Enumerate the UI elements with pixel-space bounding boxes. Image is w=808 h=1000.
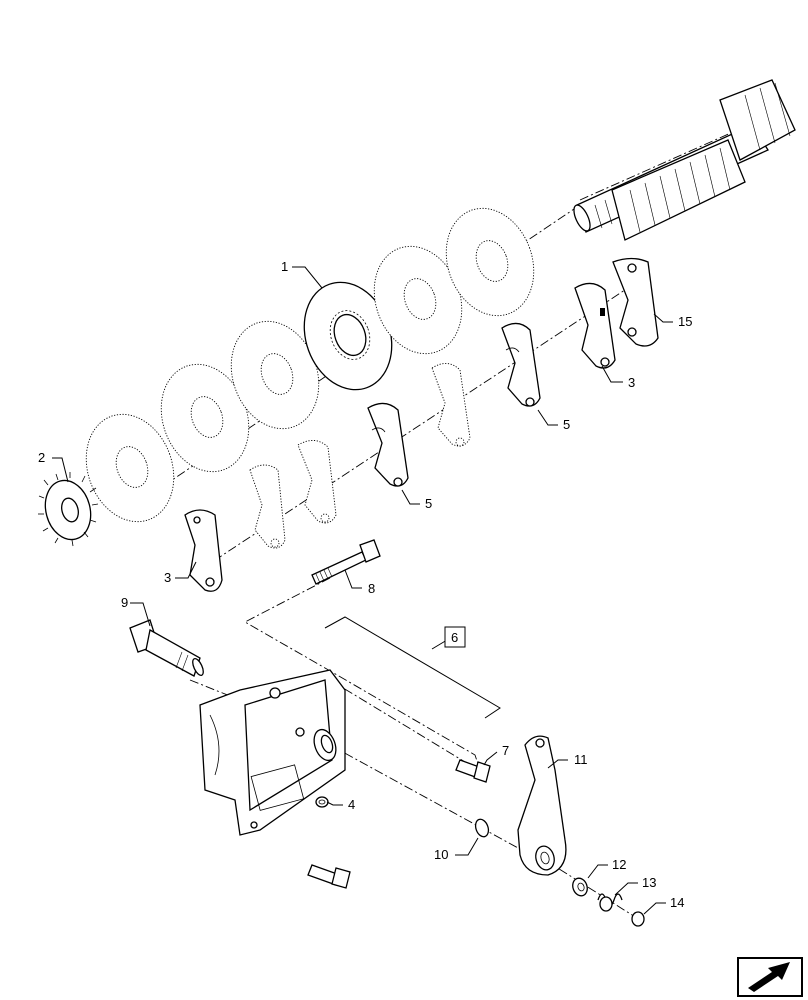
callout-6: 6 — [451, 630, 458, 645]
plate-item-15 — [612, 257, 659, 347]
ring-item-10 — [474, 818, 490, 838]
return-arrow-icon[interactable] — [737, 957, 803, 997]
lever-arm-item-11 — [517, 735, 567, 876]
friction-disc-3 — [230, 320, 320, 430]
callout-15: 15 — [678, 314, 692, 329]
washer-item-12 — [572, 877, 588, 897]
nut-item-4 — [315, 796, 329, 808]
lever-dotted-c — [431, 363, 471, 447]
center-lines — [134, 119, 761, 921]
callout-9: 9 — [121, 595, 128, 610]
callout-7: 7 — [502, 743, 509, 758]
callout-1: 1 — [281, 259, 288, 274]
friction-disc-1 — [85, 413, 175, 523]
plate-item-3-left — [184, 509, 223, 592]
housing — [199, 669, 346, 836]
plate-item-3-right — [574, 282, 616, 369]
callout-12: 12 — [612, 857, 626, 872]
callout-6-box — [444, 626, 466, 648]
bolt-item-7 — [455, 759, 491, 783]
friction-disc-2 — [160, 363, 250, 473]
callout-4: 4 — [348, 797, 355, 812]
callout-labels: 1 2 3 3 4 5 5 7 8 9 10 11 12 13 14 15 6 — [38, 259, 692, 910]
callout-3-right: 3 — [628, 375, 635, 390]
callout-11: 11 — [574, 752, 588, 767]
callout-13: 13 — [642, 875, 656, 890]
spur-gear — [38, 472, 99, 547]
lever-dotted-a — [249, 464, 286, 549]
bolt-lower — [307, 864, 351, 889]
splined-shaft — [573, 79, 796, 241]
leader-lines — [52, 266, 673, 915]
spring-item-13 — [597, 893, 623, 912]
callout-2: 2 — [38, 450, 45, 465]
splined-shaft-item-9 — [129, 619, 204, 677]
callout-5-right: 5 — [563, 417, 570, 432]
friction-disc-main — [303, 281, 393, 391]
callout-5-center: 5 — [425, 496, 432, 511]
callout-14: 14 — [670, 895, 684, 910]
friction-disc-6 — [445, 207, 535, 317]
long-bolt — [311, 539, 381, 585]
friction-disc-5 — [373, 245, 463, 355]
lever-item-5-right — [501, 322, 541, 407]
assembly-bracket-6 — [324, 616, 501, 719]
nut-item-14 — [631, 911, 645, 927]
lever-item-5-center — [367, 402, 409, 487]
callout-10: 10 — [434, 847, 448, 862]
lever-dotted-b — [297, 440, 337, 524]
callout-3-left: 3 — [164, 570, 171, 585]
callout-8: 8 — [368, 581, 375, 596]
